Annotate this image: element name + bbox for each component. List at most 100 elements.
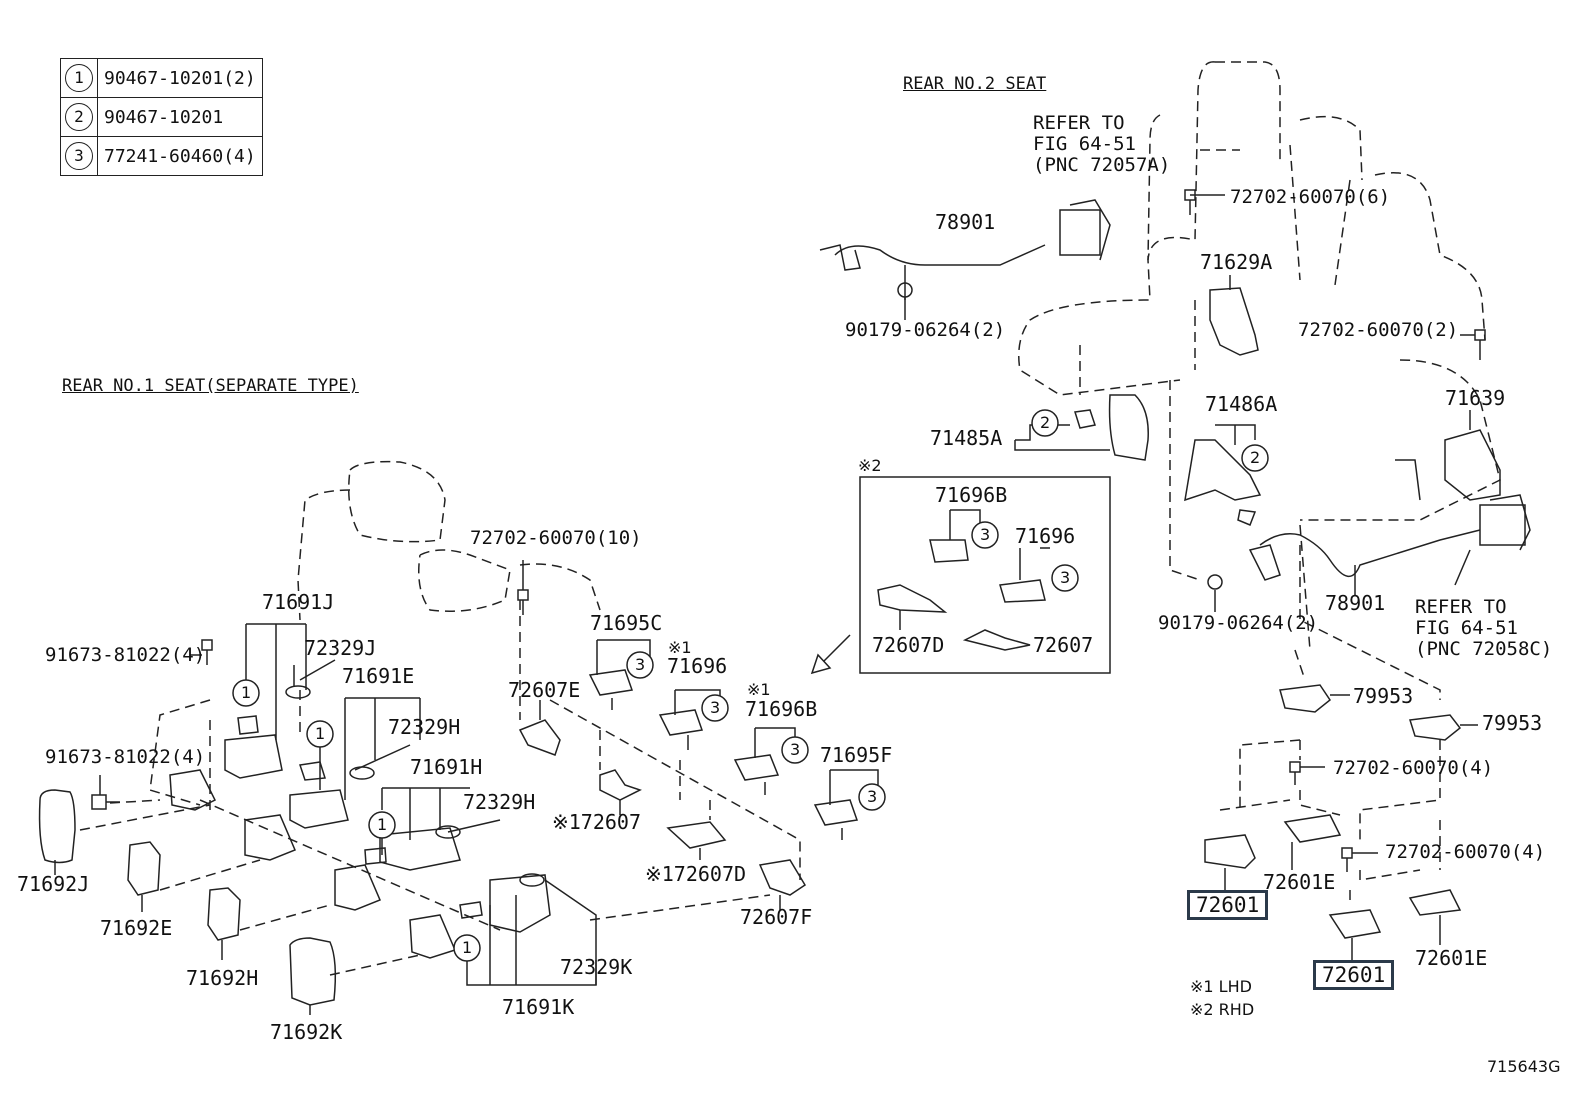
lock-assy-right [1479,504,1526,546]
inset-mark: ※2 [858,456,882,475]
part-label: 72601E [1263,870,1336,894]
mark-lhd: ※1 [668,638,692,657]
part-label: 78901 [1325,591,1386,615]
part-label: 72601E [1415,946,1488,970]
cover-71692K [289,937,337,1006]
cover-71486A [1184,439,1262,502]
cover-71692J [38,789,76,864]
part-label: 72329H [388,715,461,739]
circle-marker: 1 [462,938,473,957]
part-label: 91673-81022(4) [45,644,206,666]
bracket-72607D [666,821,727,849]
cover-71639 [1444,429,1501,501]
striker-72601-a [1204,834,1256,869]
legend-row: 2 90467-10201 [60,97,263,137]
part-label: 71691E [342,664,415,688]
circle-marker: 3 [867,787,878,806]
part-label: 72607F [740,905,813,929]
cover-71485A [1108,394,1149,461]
refer-right-line1: REFER TO [1415,596,1507,618]
striker-72601-b [1328,909,1382,939]
circle-marker: 3 [1060,568,1071,587]
part-label: 71696B [935,483,1008,507]
note-rhd: ※2 RHD [1190,1000,1255,1019]
circle-marker: 1 [377,815,388,834]
lock-assy-top [1059,209,1101,256]
cover-71692H [207,887,241,941]
circle-marker: 3 [790,740,801,759]
circle-marker: 3 [710,698,721,717]
title-rear-no2-seat: REAR NO.2 SEAT [903,74,1047,94]
part-label: 72607D [872,633,945,657]
cover-71692E [127,841,161,896]
bracket-71629A [1209,287,1259,356]
hinge-bracket [169,769,217,811]
part-label: 72329H [463,790,536,814]
part-label: 71695F [820,743,893,767]
hinge-bracket [244,814,296,861]
cover-71695F [813,799,859,826]
part-label: 71639 [1445,386,1506,410]
part-label-highlighted[interactable]: 72601 [1187,890,1269,920]
part-label: 72702-60070(2) [1298,319,1459,341]
refer-top-line1: REFER TO [1033,112,1125,134]
part-label: ※172607D [645,862,747,886]
note-lhd: ※1 LHD [1190,977,1252,996]
legend-row: 1 90467-10201(2) [60,58,263,98]
part-label: 72607E [508,678,581,702]
part-label: 71696 [667,654,728,678]
legend-part-2: 90467-10201 [97,97,263,137]
refer-right-line2: FIG 64-51 [1415,617,1518,639]
part-label: 79953 [1353,684,1414,708]
legend-part-1: 90467-10201(2) [97,58,263,98]
cover-71696B [733,754,780,781]
part-label: 72702-60070(10) [470,527,642,549]
part-label: 71485A [930,426,1003,450]
part-label: 71691K [502,995,575,1019]
part-label: 79953 [1482,711,1543,735]
part-label: 71629A [1200,250,1273,274]
refer-right-line3: (PNC 72058C) [1415,638,1553,660]
legend-part-3: 77241-60460(4) [97,136,263,176]
part-label: 90179-06264(2) [1158,612,1319,634]
legend-table: 1 90467-10201(2) 2 90467-10201 3 77241-6… [60,58,263,176]
part-label: ※172607 [552,810,642,834]
part-label: 71692H [186,966,259,990]
hinge-bracket [409,914,457,959]
part-label: 71692E [100,916,173,940]
part-label-highlighted[interactable]: 72601 [1313,960,1395,990]
part-label: 71695C [590,611,663,635]
refer-top-line3: (PNC 72057A) [1033,154,1171,176]
legend-number-2: 2 [65,103,93,131]
circle-marker: 3 [980,525,991,544]
part-label: 71696 [1015,524,1076,548]
inset-bracket-72607D [877,584,948,613]
part-label: 71486A [1205,392,1278,416]
part-label: 90179-06264(2) [845,319,1006,341]
cover-71696 [658,709,704,736]
legend-number-1: 1 [65,64,93,92]
circle-marker: 2 [1040,413,1051,432]
circle-marker: 1 [315,724,326,743]
figure-id: 715643G [1487,1057,1561,1076]
inset-bracket-72607 [962,629,1031,651]
part-label: 72702-60070(6) [1230,186,1391,208]
part-label: 72329J [304,636,377,660]
bracket-72607E [518,719,561,756]
legend-number-3: 3 [65,142,93,170]
hinge-bracket [334,864,381,911]
cover-71695C [588,669,634,696]
part-label: 72329K [560,955,633,979]
refer-top-line2: FIG 64-51 [1033,133,1136,155]
circle-marker: 2 [1250,448,1261,467]
part-label: 72702-60070(4) [1333,757,1494,779]
cover-79953-b [1409,714,1462,741]
title-rear-no1-seat: REAR NO.1 SEAT(SEPARATE TYPE) [62,376,359,396]
inset-cover-71696B [929,539,969,563]
mark-lhd: ※1 [747,680,771,699]
rear-no2-seat-outline [1018,61,1501,900]
bracket-72607F [758,859,807,896]
striker-72601E-a [1283,814,1342,843]
